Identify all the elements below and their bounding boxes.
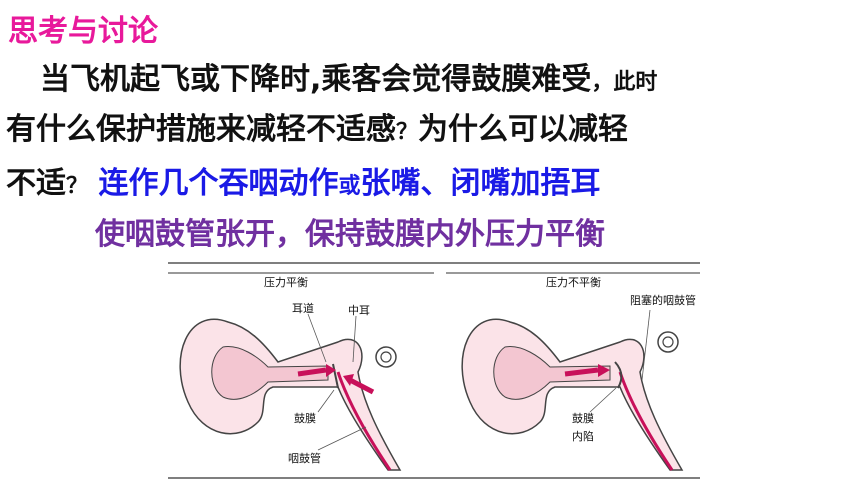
question-line-2: 有什么保护措施来减轻不适感？为什么可以减轻: [6, 104, 628, 148]
question-text-small: ，此时: [591, 70, 658, 95]
question-text: 不适: [6, 166, 66, 201]
left-arrow-in-head: [326, 364, 336, 377]
answer-line-2: 使咽鼓管张开，保持鼓膜内外压力平衡: [95, 217, 605, 252]
right-ear: 阻塞的咽鼓管 鼓膜 内陷: [461, 293, 696, 471]
right-arrow-in: [564, 367, 599, 377]
ear-pressure-diagram: 压力平衡 压力不平衡 耳道 中耳 鼓膜 咽鼓管 阻塞的咽鼓管 鼓膜: [168, 262, 700, 479]
leader-line: [641, 309, 651, 381]
left-ear-canal: [211, 346, 329, 400]
left-cochlea: [375, 346, 397, 368]
right-cochlea: [657, 331, 679, 353]
label-blocked-tube: 阻塞的咽鼓管: [630, 293, 696, 307]
right-arrow-in-head: [598, 364, 610, 377]
question-text: 为什么可以减轻: [418, 112, 629, 147]
answer-part-3: 张嘴、闭嘴加捂耳: [360, 166, 601, 201]
left-ear: 耳道 中耳 鼓膜 咽鼓管: [179, 301, 402, 471]
label-ear-canal: 耳道: [292, 301, 314, 315]
leader-line: [352, 315, 357, 363]
left-eustachian-tube: [336, 371, 392, 471]
left-arrow-out: [348, 377, 375, 395]
left-eardrum: [332, 363, 339, 389]
leader-line: [317, 426, 367, 451]
right-eustachian-tube: [618, 371, 674, 471]
left-panel-title: 压力平衡: [264, 276, 308, 289]
answer-part-2: 或: [338, 174, 361, 199]
question-text: 当飞机起飞或下降时,乘客会觉得鼓膜难受: [40, 62, 592, 97]
question-mark: ？: [66, 174, 89, 199]
left-cochlea-inner: [380, 351, 392, 363]
leader-line: [589, 387, 617, 413]
label-eardrum: 鼓膜: [294, 411, 316, 425]
question-line-3: 不适？ 连作几个吞咽动作或张嘴、闭嘴加捂耳: [6, 158, 600, 202]
leader-line: [307, 313, 327, 363]
label-eustachian-tube: 咽鼓管: [288, 451, 321, 465]
label-eardrum: 鼓膜: [572, 411, 594, 425]
label-middle-ear: 中耳: [348, 304, 370, 317]
right-eardrum-sunk: [614, 361, 623, 389]
right-panel-title: 压力不平衡: [546, 276, 601, 289]
left-ear-outline: [179, 318, 402, 471]
answer-part-1: 连作几个吞咽动作: [98, 166, 339, 201]
right-ear-outline: [461, 318, 684, 471]
question-line-1: 当飞机起飞或下降时,乘客会觉得鼓膜难受，此时: [40, 54, 657, 98]
right-ear-canal: [493, 346, 611, 400]
heading: 思考与讨论: [8, 14, 158, 49]
label-sunken: 内陷: [572, 429, 594, 443]
question-mark: ？: [396, 120, 419, 145]
leader-line: [317, 389, 335, 413]
left-arrow-out-head: [343, 374, 354, 386]
left-arrow-in: [297, 367, 327, 377]
right-cochlea-inner: [662, 336, 674, 348]
question-text: 有什么保护措施来减轻不适感: [6, 112, 396, 147]
